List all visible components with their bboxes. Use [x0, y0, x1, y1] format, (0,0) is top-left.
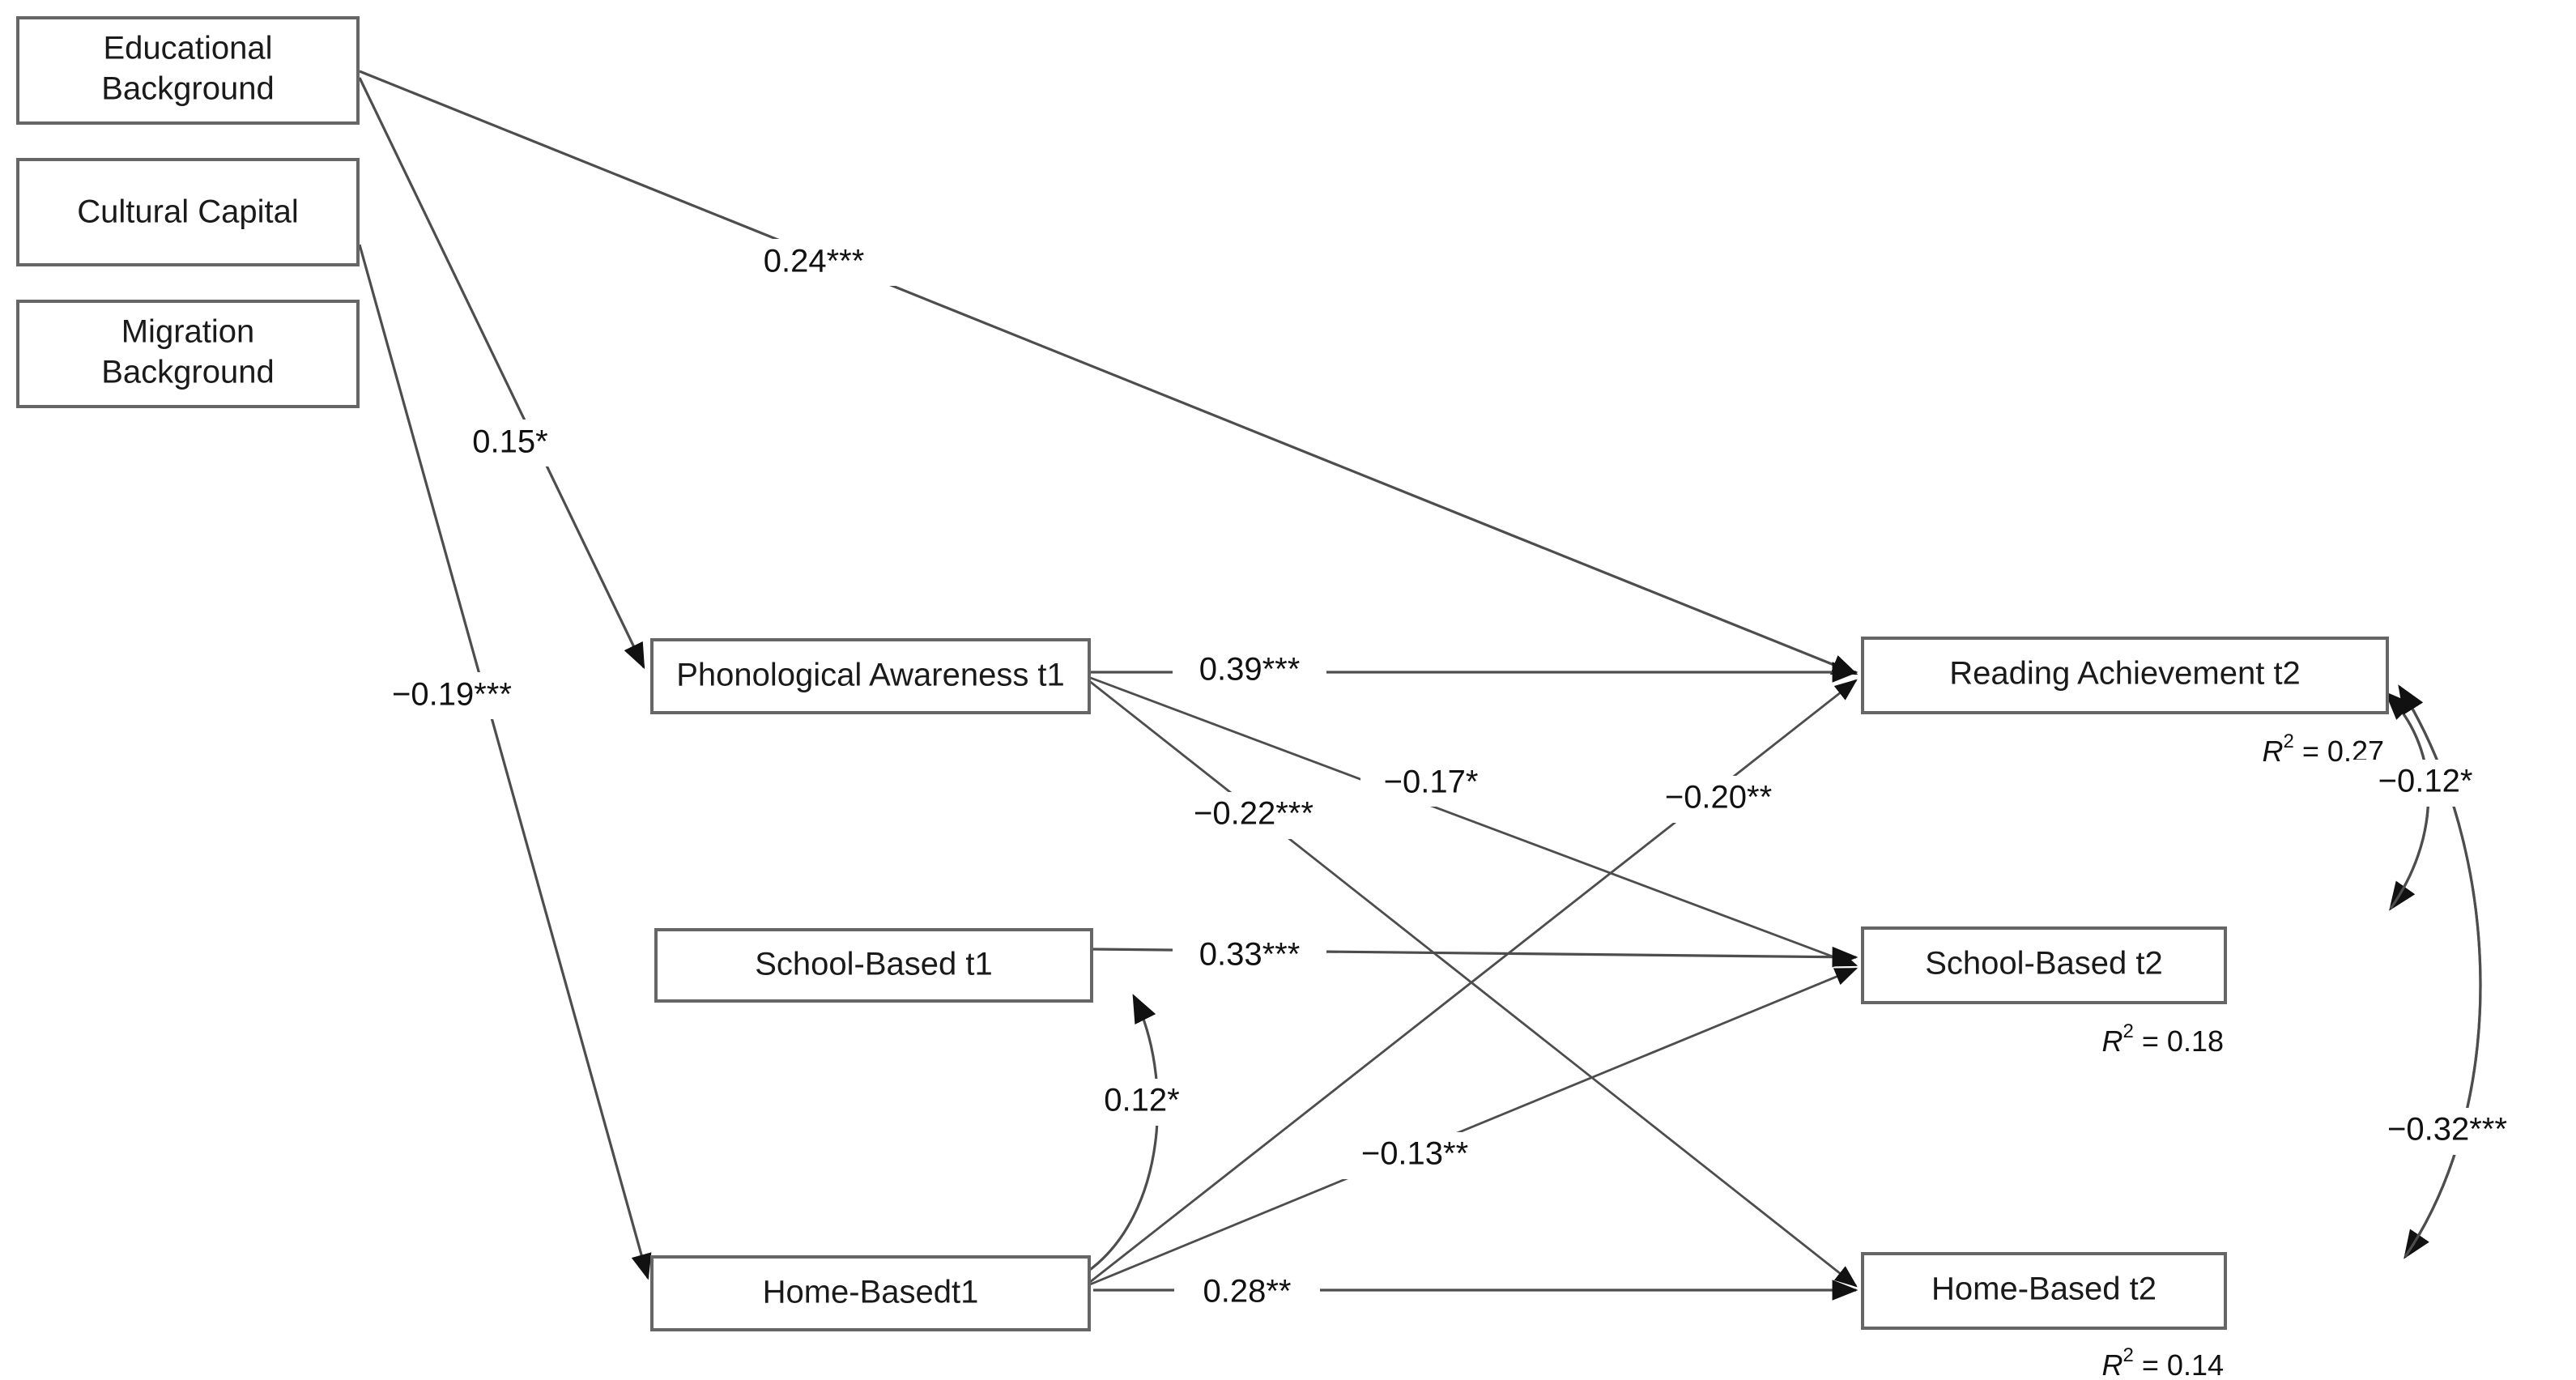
edge-corr-schoolbased-homebased-t1: [1087, 994, 1160, 1273]
svg-text:−0.32***: −0.32***: [2387, 1112, 2507, 1148]
svg-text:0.33***: 0.33***: [1199, 937, 1301, 973]
coef-label-edu-to-phono: 0.15*: [453, 420, 567, 466]
coef-label-edu-to-reading: 0.24***: [729, 239, 899, 286]
coef-label-phono-to-schoolbased-t2: −0.17*: [1360, 761, 1502, 807]
svg-text:−0.13**: −0.13**: [1361, 1136, 1468, 1172]
node-label-migration-background-line1: Migration: [121, 314, 255, 350]
coef-label-homebased-t1-to-t2: 0.28**: [1174, 1270, 1320, 1317]
coef-label-cultural-to-homebased: −0.19***: [356, 672, 547, 719]
node-label-home-based-t2: Home-Based t2: [1931, 1271, 2157, 1307]
node-cultural-capital[interactable]: Cultural Capital: [16, 158, 360, 266]
node-label-educational-background-line2: Background: [101, 71, 274, 107]
svg-text:0.24***: 0.24***: [764, 244, 865, 279]
edge-homebased-t1-to-schoolbased-t2: [1089, 967, 1859, 1286]
node-label-reading-achievement-t2: Reading Achievement t2: [1949, 656, 2301, 692]
node-school-based-t1[interactable]: School-Based t1: [654, 928, 1093, 1003]
r2-exponent-school: 2: [2123, 1020, 2134, 1042]
r2-symbol-reading: R: [2263, 735, 2284, 768]
coef-label-schoolbased-t1-to-t2: 0.33***: [1173, 933, 1326, 980]
node-home-based-t1[interactable]: Home-Basedt1: [650, 1255, 1091, 1331]
node-label-cultural-capital: Cultural Capital: [77, 194, 298, 230]
svg-text:−0.22***: −0.22***: [1194, 796, 1314, 832]
svg-text:0.15*: 0.15*: [472, 424, 547, 460]
r2-symbol-school: R: [2102, 1024, 2123, 1058]
coef-label-corr-schoolbased-homebased-t1: 0.12*: [1085, 1079, 1199, 1126]
svg-text:0.28**: 0.28**: [1203, 1274, 1292, 1310]
edge-edu-to-reading: [359, 70, 1859, 675]
coef-label-phono-to-reading: 0.39***: [1173, 648, 1326, 695]
r2-school-based-t2: R2 = 0.18: [2102, 1020, 2224, 1058]
node-label-school-based-t2: School-Based t2: [1925, 946, 2163, 982]
edge-cultural-to-homebased: [358, 244, 652, 1280]
r2-value-school: = 0.18: [2142, 1024, 2224, 1058]
svg-text:−0.19***: −0.19***: [392, 677, 512, 713]
coef-label-corr-reading-homebased-t2: −0.32***: [2348, 1108, 2547, 1155]
node-educational-background[interactable]: Educational Background: [16, 16, 360, 125]
node-home-based-t2[interactable]: Home-Based t2 R2 = 0.14: [1861, 1252, 2227, 1380]
node-migration-background[interactable]: Migration Background: [16, 300, 360, 408]
svg-text:0.39***: 0.39***: [1199, 652, 1301, 688]
coef-label-phono-to-homebased-t2: −0.22***: [1156, 792, 1351, 839]
node-phonological-awareness-t1[interactable]: Phonological Awareness t1: [650, 638, 1091, 714]
edge-edu-to-phono: [358, 77, 645, 670]
node-label-educational-background-line1: Educational: [103, 31, 272, 66]
node-reading-achievement-t2[interactable]: Reading Achievement t2 R2= 0.27: [1861, 637, 2389, 768]
node-label-migration-background-line2: Background: [101, 355, 274, 390]
coef-label-homebased-t1-to-reading: −0.20**: [1636, 776, 1802, 823]
svg-text:0.12*: 0.12*: [1104, 1083, 1179, 1118]
svg-text:−0.17*: −0.17*: [1384, 765, 1479, 800]
r2-symbol-home: R: [2102, 1348, 2123, 1380]
coef-label-homebased-t1-to-schoolbased-t2: −0.13**: [1336, 1132, 1494, 1179]
node-label-phonological-awareness-t1: Phonological Awareness t1: [676, 658, 1065, 693]
svg-text:−0.12*: −0.12*: [2378, 764, 2473, 799]
node-label-school-based-t1: School-Based t1: [755, 947, 993, 982]
r2-exponent-reading: 2: [2284, 730, 2294, 752]
node-label-home-based-t1: Home-Basedt1: [763, 1275, 979, 1310]
r2-home-based-t2: R2 = 0.14: [2102, 1344, 2224, 1380]
r2-exponent-home: 2: [2123, 1344, 2134, 1366]
node-school-based-t2[interactable]: School-Based t2 R2 = 0.18: [1861, 926, 2227, 1058]
svg-text:−0.20**: −0.20**: [1665, 780, 1772, 816]
r2-value-home: = 0.14: [2142, 1348, 2224, 1380]
edge-phono-to-schoolbased-t2: [1088, 675, 1859, 967]
coef-label-corr-reading-schoolbased-t2: −0.12*: [2352, 760, 2498, 807]
